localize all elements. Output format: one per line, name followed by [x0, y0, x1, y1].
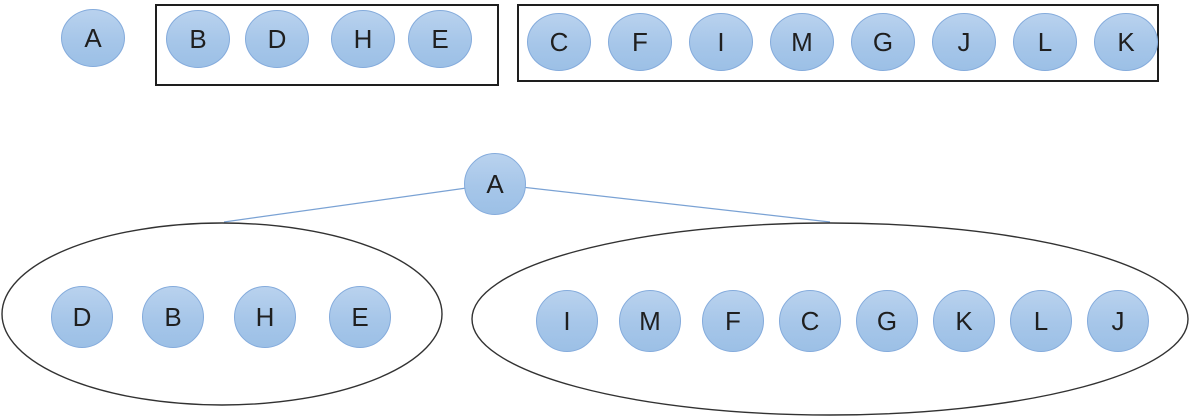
edge-root-to-right-group — [494, 183, 831, 223]
right-set-node-f[interactable]: F — [702, 290, 764, 352]
box1-node-h[interactable]: H — [331, 10, 395, 68]
right-set-node-c[interactable]: C — [779, 290, 841, 352]
right-set-node-g[interactable]: G — [856, 290, 918, 352]
edge-root-to-left-group — [223, 183, 496, 223]
left-set-node-b[interactable]: B — [142, 286, 204, 348]
right-group-ellipse[interactable] — [471, 222, 1189, 416]
box2-node-l[interactable]: L — [1013, 13, 1077, 71]
box2-node-i[interactable]: I — [689, 13, 753, 71]
right-set-node-i[interactable]: I — [536, 290, 598, 352]
right-set-node-m[interactable]: M — [619, 290, 681, 352]
box1-node-e[interactable]: E — [408, 10, 472, 68]
box2-node-j[interactable]: J — [932, 13, 996, 71]
box2-node-g[interactable]: G — [851, 13, 915, 71]
right-set-node-j[interactable]: J — [1087, 290, 1149, 352]
box2-node-m[interactable]: M — [770, 13, 834, 71]
box2-node-f[interactable]: F — [608, 13, 672, 71]
left-set-node-e[interactable]: E — [329, 286, 391, 348]
right-set-node-l[interactable]: L — [1010, 290, 1072, 352]
box1-node-d[interactable]: D — [245, 10, 309, 68]
top-group-box-2[interactable] — [517, 4, 1159, 82]
left-set-node-h[interactable]: H — [234, 286, 296, 348]
top-group-box-1[interactable] — [155, 4, 499, 86]
tree-root-node-a[interactable]: A — [464, 153, 526, 215]
right-set-node-k[interactable]: K — [933, 290, 995, 352]
box1-node-b[interactable]: B — [166, 10, 230, 68]
box2-node-c[interactable]: C — [527, 13, 591, 71]
left-set-node-d[interactable]: D — [51, 286, 113, 348]
left-group-ellipse[interactable] — [1, 222, 443, 406]
box2-node-k[interactable]: K — [1094, 13, 1158, 71]
top-node-a[interactable]: A — [61, 9, 125, 67]
